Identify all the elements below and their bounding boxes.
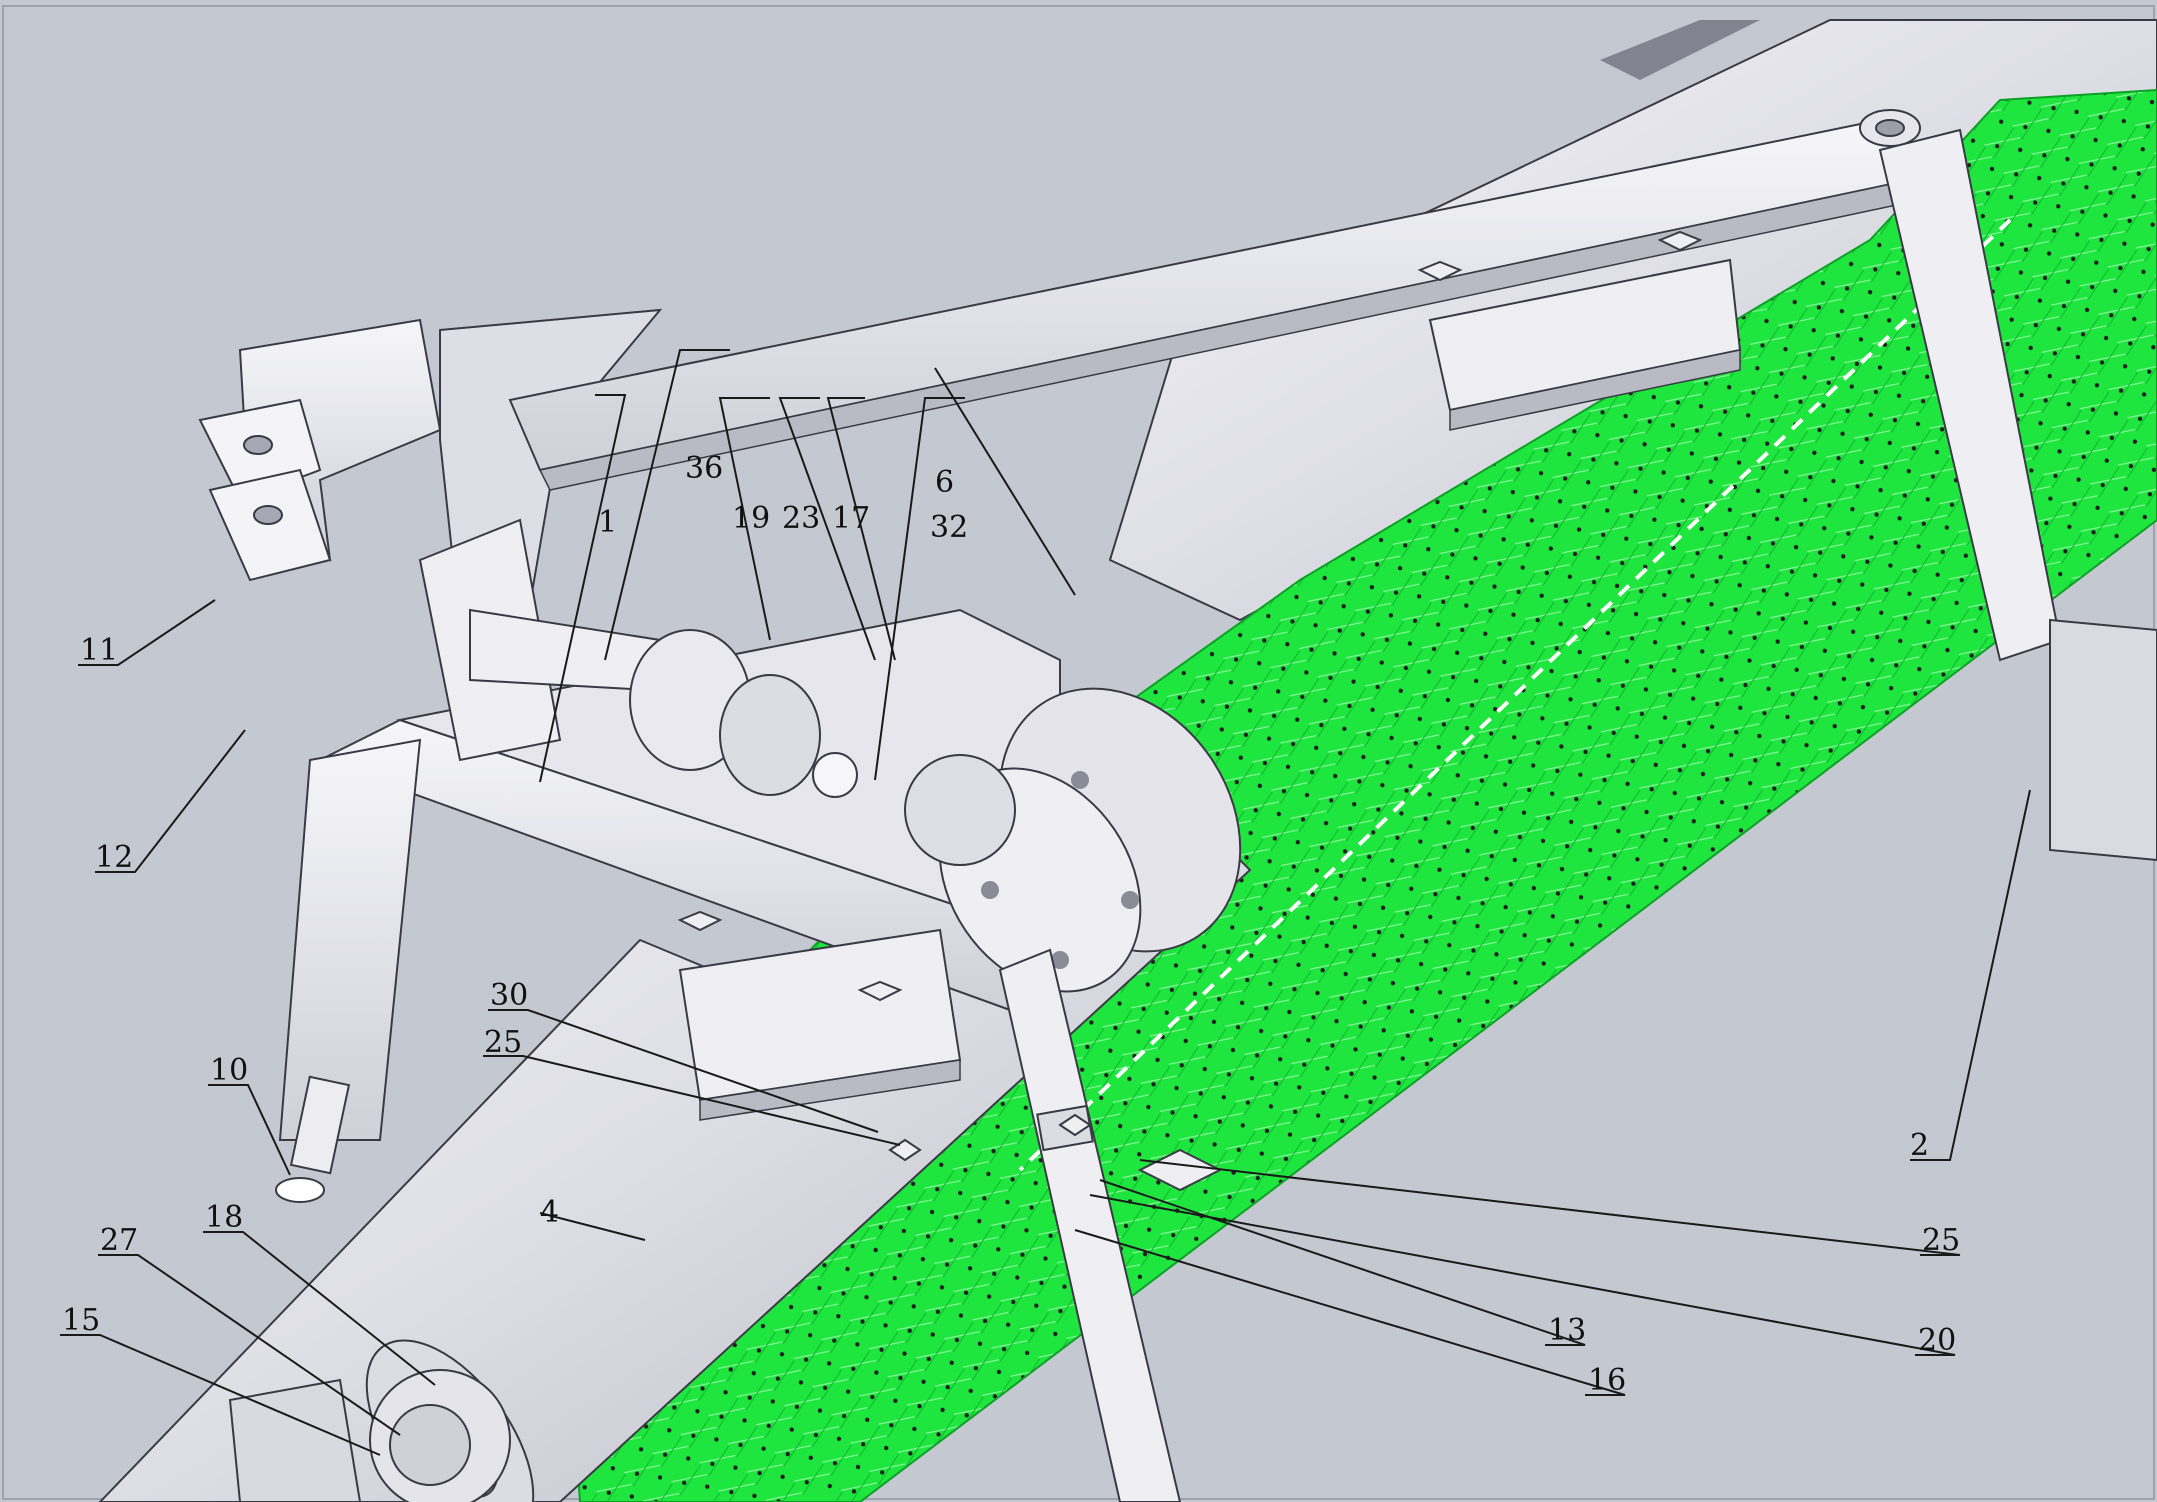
drive-shaft (469, 608, 858, 798)
callout-18: 18 (205, 1200, 243, 1235)
callout-32: 32 (930, 510, 968, 545)
callout-16: 16 (1588, 1363, 1626, 1398)
leader-lines (60, 349, 2031, 1456)
callout-6: 6 (935, 465, 954, 500)
lower-left-hub (228, 1369, 511, 1502)
callout-12: 12 (95, 840, 133, 875)
callout-27: 27 (100, 1223, 138, 1258)
callout-36: 36 (685, 451, 723, 486)
right-strut (1878, 128, 2157, 862)
mounting-plate-lower (678, 928, 962, 1121)
callout-11: 11 (80, 633, 118, 668)
callout-25-left: 25 (484, 1025, 522, 1060)
callout-4: 4 (540, 1195, 559, 1230)
upper-arm (508, 109, 1922, 491)
callout-30: 30 (490, 978, 528, 1013)
callout-17: 17 (832, 501, 870, 536)
callout-23: 23 (782, 501, 820, 536)
callouts: 36 1 6 19 23 17 32 11 12 30 25 10 18 4 2… (62, 451, 1960, 1398)
callout-20: 20 (1918, 1323, 1956, 1358)
callout-15: 15 (62, 1303, 100, 1338)
motor-housing (904, 687, 1242, 993)
callout-19: 19 (732, 501, 770, 536)
callout-10: 10 (210, 1053, 248, 1088)
callout-25-right: 25 (1922, 1223, 1960, 1258)
callout-1: 1 (598, 505, 617, 540)
mounting-plate-upper (1428, 258, 1742, 431)
callout-13: 13 (1548, 1313, 1586, 1348)
main-frame (198, 308, 1062, 1203)
callout-2: 2 (1910, 1128, 1929, 1163)
